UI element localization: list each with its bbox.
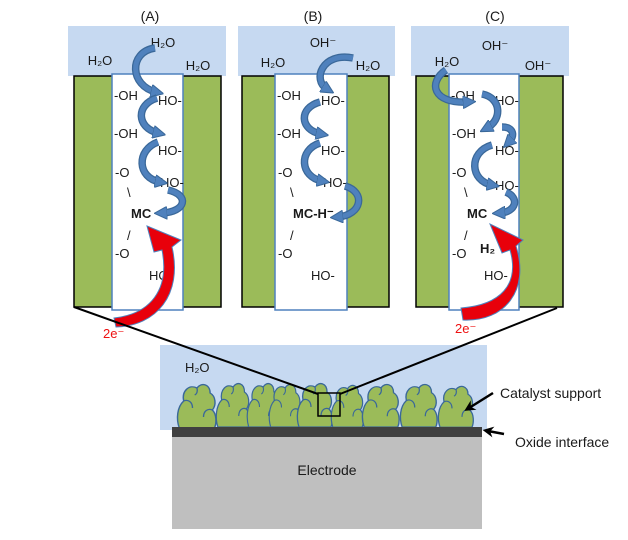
- species-top: OH⁻: [310, 35, 336, 50]
- proton-transfer-arrow: [137, 94, 158, 133]
- pore-channel: [274, 73, 348, 311]
- hydroxyl-group: HO-: [323, 175, 347, 190]
- oxygen-bridge: -O: [278, 165, 292, 180]
- metal-center: MC: [131, 206, 152, 221]
- oxygen-bridge: -O: [452, 165, 466, 180]
- catalyst-support-label: Catalyst support: [500, 385, 601, 401]
- hydroxyl-group: -OH: [277, 126, 301, 141]
- bond: \: [464, 185, 468, 200]
- proton-transfer-arrow: [482, 90, 502, 128]
- electron-transfer-arrow: [460, 222, 524, 321]
- species-left: H₂O: [88, 53, 113, 68]
- species-left: H₂O: [435, 54, 460, 69]
- panel-c-title: (C): [485, 8, 504, 24]
- proton-transfer-arrow: [338, 182, 363, 217]
- electron-transfer-arrow: [113, 225, 182, 328]
- hydroxyl-group: HO-: [495, 93, 519, 108]
- oxygen-bridge: -O: [115, 165, 129, 180]
- hydroxyl-group: HO-: [158, 93, 182, 108]
- hydrogen-product: H₂: [480, 241, 495, 256]
- oxide-interface-layer: [172, 427, 482, 437]
- hydroxyl-group: HO-: [495, 143, 519, 158]
- proton-transfer-arrow: [138, 138, 160, 182]
- panel-a: (A) H₂O H₂O H₂O -OH -OH -O \ MC / -O HO-…: [68, 8, 226, 341]
- species-top: H₂O: [151, 35, 176, 50]
- bond: \: [290, 185, 294, 200]
- bond: /: [290, 228, 294, 243]
- oxygen-bridge: -O: [452, 246, 466, 261]
- hydroxyl-group: HO-: [311, 268, 335, 283]
- proton-transfer-arrow: [131, 44, 156, 92]
- oxide-interface-pointer-arrow: [482, 426, 505, 438]
- electrode-overview: H₂O Electrode Catalyst support Oxide int…: [73, 306, 609, 529]
- oxide-interface-label: Oxide interface: [515, 434, 609, 450]
- zoom-guide-line: [73, 306, 319, 395]
- solution-region: [238, 26, 395, 76]
- proton-transfer-arrow: [431, 66, 468, 102]
- proton-transfer-arrow: [500, 188, 519, 213]
- proton-transfer-arrow: [501, 123, 513, 142]
- proton-transfer-arrow: [300, 139, 322, 181]
- species-top: OH⁻: [482, 38, 508, 53]
- hydroxyl-group: HO-: [495, 178, 519, 193]
- proton-transfer-arrow: [162, 186, 187, 213]
- electrons-label: 2e⁻: [103, 326, 124, 341]
- metal-center: MC: [467, 206, 488, 221]
- hydroxyl-group: -OH: [452, 126, 476, 141]
- hydroxyl-group: -OH: [114, 88, 138, 103]
- panel-c: (C) OH⁻ H₂O OH⁻ -OH -OH -O \ MC / -O H₂ …: [411, 8, 569, 336]
- bond: /: [127, 228, 131, 243]
- electrons-label: 2e⁻: [455, 321, 476, 336]
- hydroxyl-group: HO-: [321, 143, 345, 158]
- solution-region: [411, 26, 569, 76]
- electrode-label: Electrode: [297, 462, 356, 478]
- electrode-block: [172, 437, 482, 529]
- proton-transfer-arrow: [300, 98, 321, 134]
- hydroxyl-group: HO-: [158, 143, 182, 158]
- panel-b: (B) OH⁻ H₂O H₂O -OH -OH -O \ MC-H⁻ / -O …: [238, 8, 395, 311]
- zoom-guide-line: [339, 307, 558, 395]
- oxygen-bridge: -O: [115, 246, 129, 261]
- overview-solution-label: H₂O: [185, 360, 210, 375]
- oxygen-bridge: -O: [278, 246, 292, 261]
- hydroxyl-group: -OH: [277, 88, 301, 103]
- panel-b-title: (B): [304, 8, 323, 24]
- hydroxyl-group: HO-: [321, 93, 345, 108]
- species-left: H₂O: [261, 55, 286, 70]
- bond: \: [127, 185, 131, 200]
- zoom-region-box: [317, 392, 341, 417]
- panel-a-title: (A): [141, 8, 160, 24]
- catalyst-support-pointer-arrow: [464, 391, 494, 411]
- species-right: H₂O: [186, 58, 211, 73]
- proton-transfer-arrow: [471, 141, 492, 185]
- species-right: OH⁻: [525, 58, 551, 73]
- hydroxyl-group: HO-: [484, 268, 508, 283]
- species-right: H₂O: [356, 58, 381, 73]
- proton-transfer-arrow: [316, 53, 354, 89]
- bond: /: [464, 228, 468, 243]
- hydroxyl-group: -OH: [114, 126, 138, 141]
- metal-hydride-center: MC-H⁻: [293, 206, 334, 221]
